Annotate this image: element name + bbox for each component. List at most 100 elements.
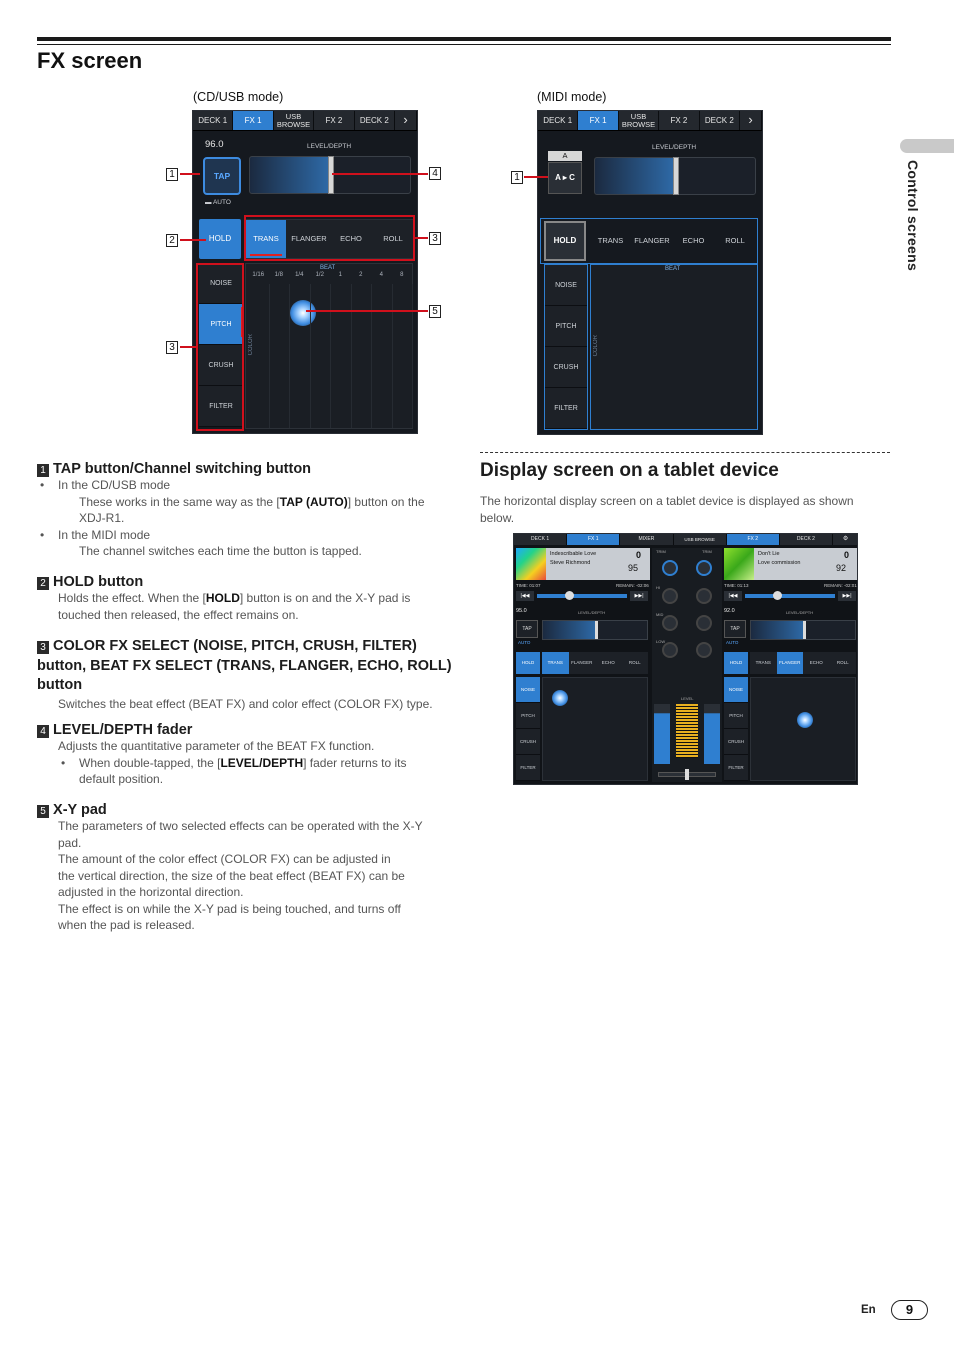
midi-color-fx-crush[interactable]: CRUSH bbox=[545, 347, 587, 388]
deck1-xy-pad[interactable] bbox=[542, 677, 648, 781]
midi-fader-knob[interactable] bbox=[673, 157, 679, 195]
hold-text-post: ] button is on and the X-Y pad is bbox=[239, 591, 411, 605]
tablet-tab-deck-2[interactable]: DECK 2 bbox=[780, 534, 834, 545]
midi-tab-deck-1[interactable]: DECK 1 bbox=[538, 111, 579, 130]
tablet-tab-fx-2[interactable]: FX 2 bbox=[726, 534, 780, 545]
tablet-tab-usb-browse[interactable]: USB BROWSE bbox=[674, 534, 727, 545]
tab-deck-2[interactable]: DECK 2 bbox=[355, 111, 396, 130]
callout-1: 1 bbox=[166, 168, 178, 181]
callout-3-left: 3 bbox=[166, 341, 178, 354]
mixer-knob[interactable] bbox=[662, 560, 678, 576]
deck2-trans[interactable]: TRANS bbox=[755, 660, 771, 665]
deck2-pitch[interactable]: PITCH bbox=[724, 703, 748, 729]
tap-button[interactable]: TAP bbox=[203, 157, 241, 195]
midi-level-depth-fader[interactable] bbox=[594, 157, 756, 195]
mixer-knob[interactable] bbox=[696, 642, 712, 658]
tablet-tab-mixer[interactable]: MIXER bbox=[620, 534, 674, 545]
beat-fx-select: TRANS FLANGER ECHO ROLL bbox=[245, 219, 415, 259]
channel-switch-button[interactable]: A ▸ C bbox=[548, 162, 582, 194]
next-arrow-icon[interactable]: › bbox=[395, 111, 417, 130]
deck2-hold[interactable]: HOLD bbox=[724, 652, 748, 674]
channel-fader-2[interactable] bbox=[704, 704, 720, 764]
deck1-crush[interactable]: CRUSH bbox=[516, 729, 540, 755]
deck1-prev-button[interactable]: |◀◀ bbox=[516, 591, 534, 601]
channel-fader-1[interactable] bbox=[654, 704, 670, 764]
deck2-crush[interactable]: CRUSH bbox=[724, 729, 748, 755]
deck1-progress[interactable] bbox=[537, 594, 627, 598]
mixer-knob[interactable] bbox=[662, 588, 678, 604]
beat-fx-roll[interactable]: ROLL bbox=[383, 234, 403, 243]
deck1-filter[interactable]: FILTER bbox=[516, 755, 540, 781]
midi-beat-fx-trans[interactable]: TRANS bbox=[597, 236, 624, 245]
xy-touch-point bbox=[290, 300, 316, 326]
tab-fx-2[interactable]: FX 2 bbox=[314, 111, 355, 130]
deck1-level-fader[interactable] bbox=[542, 620, 648, 640]
color-fx-crush[interactable]: CRUSH bbox=[199, 345, 243, 386]
deck2-level-fader[interactable] bbox=[750, 620, 856, 640]
beat-fx-trans[interactable]: TRANS bbox=[246, 220, 286, 258]
color-fx-noise[interactable]: NOISE bbox=[199, 263, 243, 304]
beat-fx-echo[interactable]: ECHO bbox=[340, 234, 362, 243]
mixer-knob[interactable] bbox=[696, 615, 712, 631]
deck1-noise[interactable]: NOISE bbox=[516, 677, 540, 703]
deck2-next-button[interactable]: ▶▶| bbox=[838, 591, 856, 601]
deck1-progress-knob[interactable] bbox=[565, 591, 574, 600]
midi-next-arrow-icon[interactable]: › bbox=[740, 111, 762, 130]
callout-2: 2 bbox=[166, 234, 178, 247]
deck2-flanger[interactable]: FLANGER bbox=[776, 652, 803, 674]
deck2-echo[interactable]: ECHO bbox=[809, 660, 823, 665]
midi-color-fx-noise[interactable]: NOISE bbox=[545, 265, 587, 306]
deck2-xy-pad[interactable] bbox=[750, 677, 856, 781]
deck1-level-knob[interactable] bbox=[595, 621, 598, 639]
xy-grid-line bbox=[350, 284, 352, 428]
deck2-progress[interactable] bbox=[745, 594, 835, 598]
deck2-roll[interactable]: ROLL bbox=[836, 660, 849, 665]
midi-color-fx-filter[interactable]: FILTER bbox=[545, 388, 587, 429]
mixer-knob[interactable] bbox=[696, 560, 712, 576]
tablet-tab-deck-1[interactable]: DECK 1 bbox=[514, 534, 568, 545]
midi-tab-deck-2[interactable]: DECK 2 bbox=[700, 111, 741, 130]
deck2-filter[interactable]: FILTER bbox=[724, 755, 748, 781]
tab-fx-1[interactable]: FX 1 bbox=[233, 111, 274, 130]
deck1-hold[interactable]: HOLD bbox=[516, 652, 540, 674]
deck1-roll[interactable]: ROLL bbox=[628, 660, 641, 665]
deck2-level-knob[interactable] bbox=[803, 621, 806, 639]
deck1-next-button[interactable]: ▶▶| bbox=[630, 591, 648, 601]
color-fx-pitch[interactable]: PITCH bbox=[199, 304, 243, 345]
crossfader-knob[interactable] bbox=[685, 769, 689, 780]
midi-beat-fx-flanger[interactable]: FLANGER bbox=[634, 236, 670, 245]
midi-color-fx-pitch[interactable]: PITCH bbox=[545, 306, 587, 347]
color-fx-filter[interactable]: FILTER bbox=[199, 386, 243, 427]
deck1-tap-button[interactable]: TAP bbox=[516, 620, 538, 638]
deck2-progress-knob[interactable] bbox=[773, 591, 782, 600]
deck1-artist: Steve Richmond bbox=[550, 560, 591, 566]
deck1-flanger[interactable]: FLANGER bbox=[571, 660, 593, 665]
mixer-knob[interactable] bbox=[662, 615, 678, 631]
midi-xy-pad[interactable]: BEAT COLOR bbox=[590, 264, 758, 430]
deck2-tap-button[interactable]: TAP bbox=[724, 620, 746, 638]
mixer-knob[interactable] bbox=[662, 642, 678, 658]
tap-text-line2: XDJ-R1. bbox=[79, 511, 125, 525]
crossfader[interactable] bbox=[658, 769, 716, 780]
section-level-depth: 4 LEVEL/DEPTH fader Adjusts the quantita… bbox=[37, 722, 457, 788]
deck2-prev-button[interactable]: |◀◀ bbox=[724, 591, 742, 601]
midi-hold-button[interactable]: HOLD bbox=[544, 221, 586, 261]
beat-fx-flanger[interactable]: FLANGER bbox=[291, 234, 327, 243]
deck2-noise[interactable]: NOISE bbox=[724, 677, 748, 703]
deck1-pitch[interactable]: PITCH bbox=[516, 703, 540, 729]
tablet-tab-fx-1[interactable]: FX 1 bbox=[567, 534, 621, 545]
midi-beat-fx-roll[interactable]: ROLL bbox=[725, 236, 745, 245]
deck1-trans[interactable]: TRANS bbox=[542, 652, 569, 674]
deck1-echo[interactable]: ECHO bbox=[601, 660, 615, 665]
midi-tab-fx-2[interactable]: FX 2 bbox=[659, 111, 700, 130]
mixer-knob[interactable] bbox=[696, 588, 712, 604]
midi-tab-fx-1[interactable]: FX 1 bbox=[578, 111, 619, 130]
midi-beat-fx-echo[interactable]: ECHO bbox=[682, 236, 705, 245]
tab-deck-1[interactable]: DECK 1 bbox=[193, 111, 234, 130]
midi-beat-fx-select: TRANS FLANGER ECHO ROLL bbox=[590, 221, 756, 261]
tablet-settings-icon[interactable]: ⚙ bbox=[833, 534, 857, 545]
ld-text-pre: When double-tapped, the [ bbox=[79, 755, 221, 770]
